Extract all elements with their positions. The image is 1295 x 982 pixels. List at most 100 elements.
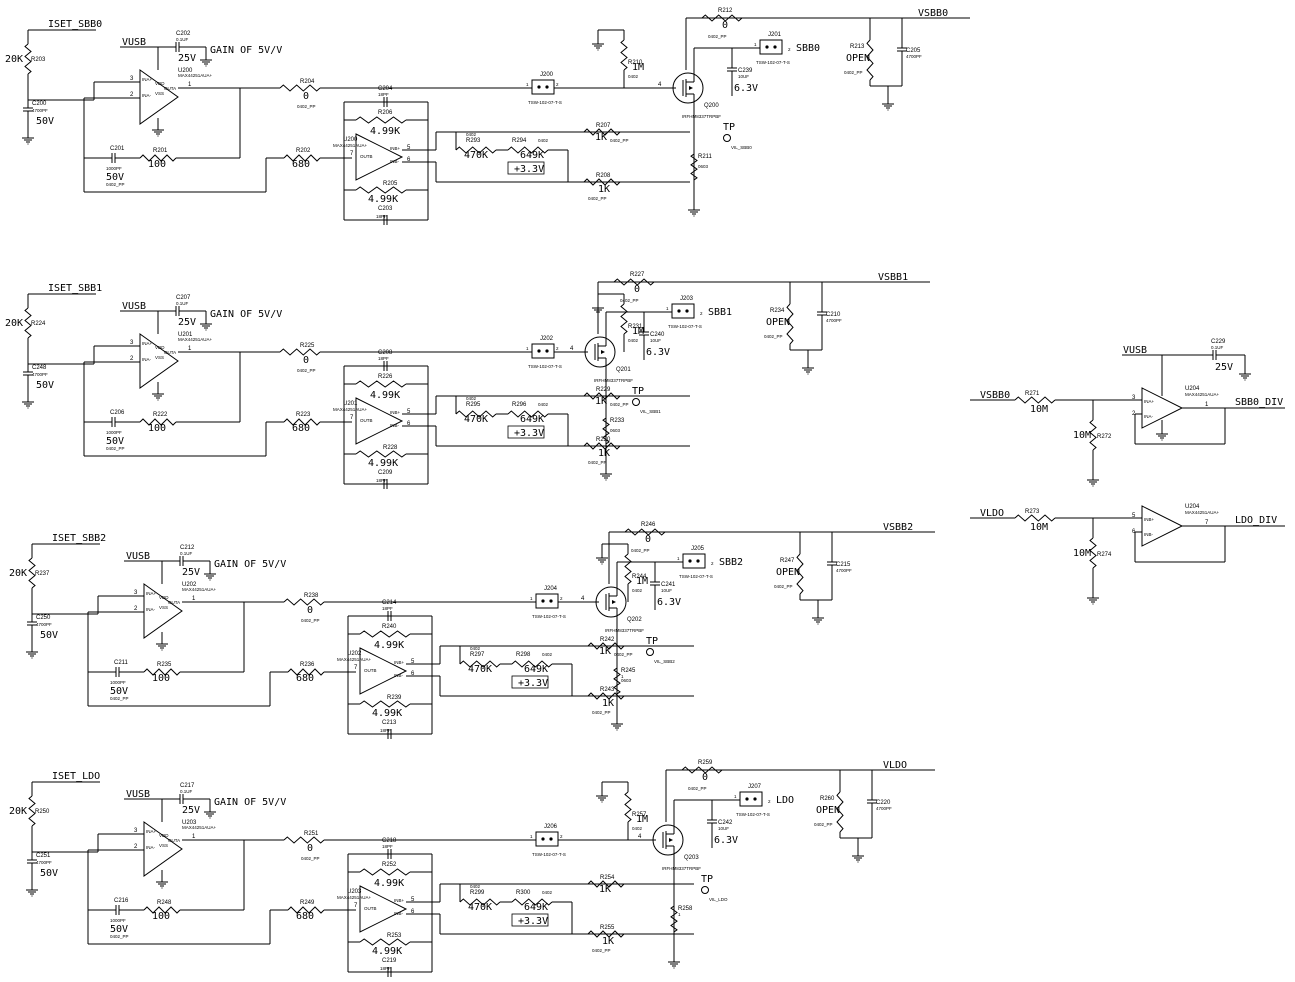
output-jumper [739, 791, 763, 807]
pin-label: OUTB [364, 906, 377, 911]
value-label: 50V [36, 380, 54, 391]
pin-number: 7 [350, 151, 354, 157]
value-label: 1K [599, 884, 611, 895]
opamp-u-second [355, 133, 404, 181]
value-label: 25V [178, 317, 196, 328]
package-label: 0402_PP [297, 368, 316, 373]
refdes: J202 [540, 336, 554, 342]
resistor-open [796, 553, 804, 595]
refdes: R228 [383, 445, 398, 451]
pin-number: 3 [130, 76, 134, 82]
package-label: 0402_PP [301, 856, 320, 861]
refdes: R234 [770, 308, 785, 314]
value-label: 0 [307, 605, 313, 616]
rail-label: +3.3V [514, 428, 544, 439]
value-label: 1K [598, 184, 610, 195]
refdes: U201 [178, 332, 193, 338]
net-label: VLDO [883, 760, 907, 771]
package-label: 0402_PP [588, 460, 607, 465]
pin-number: 6 [407, 157, 411, 163]
resistor-input [283, 418, 321, 426]
resistor-1k-b [587, 930, 625, 938]
refdes: R245 [621, 668, 636, 674]
refdes: C239 [738, 68, 753, 74]
resistor-input [287, 906, 325, 914]
resistor-649k [511, 660, 553, 668]
pin-number: 1 [188, 346, 192, 352]
package-label: 0402_PP [588, 196, 607, 201]
resistor-1k-b [587, 692, 625, 700]
resistor-feedback-bottom [355, 450, 407, 458]
resistor-input [287, 668, 325, 676]
value-label: 50V [110, 924, 128, 935]
package-label: 0402_PP [610, 402, 629, 407]
value-label: 20K [9, 568, 27, 579]
refdes: R259 [698, 760, 713, 766]
value-label: 18PF [382, 844, 393, 849]
resistor-feedback [139, 418, 177, 426]
pin-label: VSS [159, 605, 168, 610]
value-label: 470K [464, 414, 488, 425]
value-label: 4.99K [368, 194, 398, 205]
resistor-pullup [624, 791, 632, 823]
pin-label: INB- [1144, 532, 1154, 537]
refdes: R210 [628, 60, 643, 66]
value-label: 10M [1073, 548, 1091, 559]
value-label: 6.3V [734, 83, 758, 94]
pin-number: 2 [768, 799, 771, 804]
net-label: VUSB [122, 301, 146, 312]
value-label: 50V [36, 116, 54, 127]
value-label: 680 [296, 911, 314, 922]
refdes: U203 [347, 889, 362, 895]
refdes: R224 [31, 321, 46, 327]
jumper-pin [688, 559, 692, 563]
net-label: ISET_SBB1 [48, 283, 102, 294]
package-label: 0402_PP [774, 584, 793, 589]
value-label: OPEN [846, 53, 870, 64]
resistor-sense [690, 153, 698, 181]
part-label: TSW-102-07-T-S [532, 614, 566, 619]
pin-number: 4 [658, 82, 662, 88]
resistor-open [836, 791, 844, 833]
refdes: C218 [382, 838, 397, 844]
value-label: 0 [722, 20, 728, 31]
refdes: R252 [382, 862, 397, 868]
refdes: R299 [470, 890, 485, 896]
pin-number: 3 [130, 340, 134, 346]
value-label: 1K [595, 132, 607, 143]
value-label: OPEN [766, 317, 790, 328]
package-label: 0603 [610, 428, 621, 433]
pin-label: INA- [146, 845, 156, 850]
pin-label: INB+ [394, 898, 405, 903]
jumper-header [535, 831, 559, 847]
pin-number: 1 [188, 82, 192, 88]
value-label: 10UF [738, 74, 749, 79]
pin-label: OUTB [360, 154, 373, 159]
refdes: R254 [600, 875, 615, 881]
package-label: 0603 [698, 164, 709, 169]
output-jumper [671, 303, 695, 319]
refdes: R204 [300, 79, 315, 85]
value-label: 680 [292, 159, 310, 170]
value-label: 10M [1073, 430, 1091, 441]
refdes: R244 [632, 574, 647, 580]
value-label: 0.1UF [180, 551, 193, 556]
package-label: 0402_PP [297, 104, 316, 109]
value-label: 4.99K [370, 126, 400, 137]
refdes: R201 [153, 148, 168, 154]
net-label: VIL_SBB0 [731, 145, 752, 150]
refdes: C206 [110, 410, 125, 416]
net-label: VSBB0 [918, 8, 948, 19]
refdes: R246 [641, 522, 656, 528]
value-label: OPEN [776, 567, 800, 578]
testpoint-icon [632, 398, 640, 406]
pin-number: 6 [407, 421, 411, 427]
value-label: 25V [182, 805, 200, 816]
package-label: 0402_PP [844, 70, 863, 75]
refdes: R255 [600, 925, 615, 931]
resistor-470k [455, 146, 497, 154]
net-label: VLDO [980, 508, 1004, 519]
package-label: 0402 [632, 826, 643, 831]
